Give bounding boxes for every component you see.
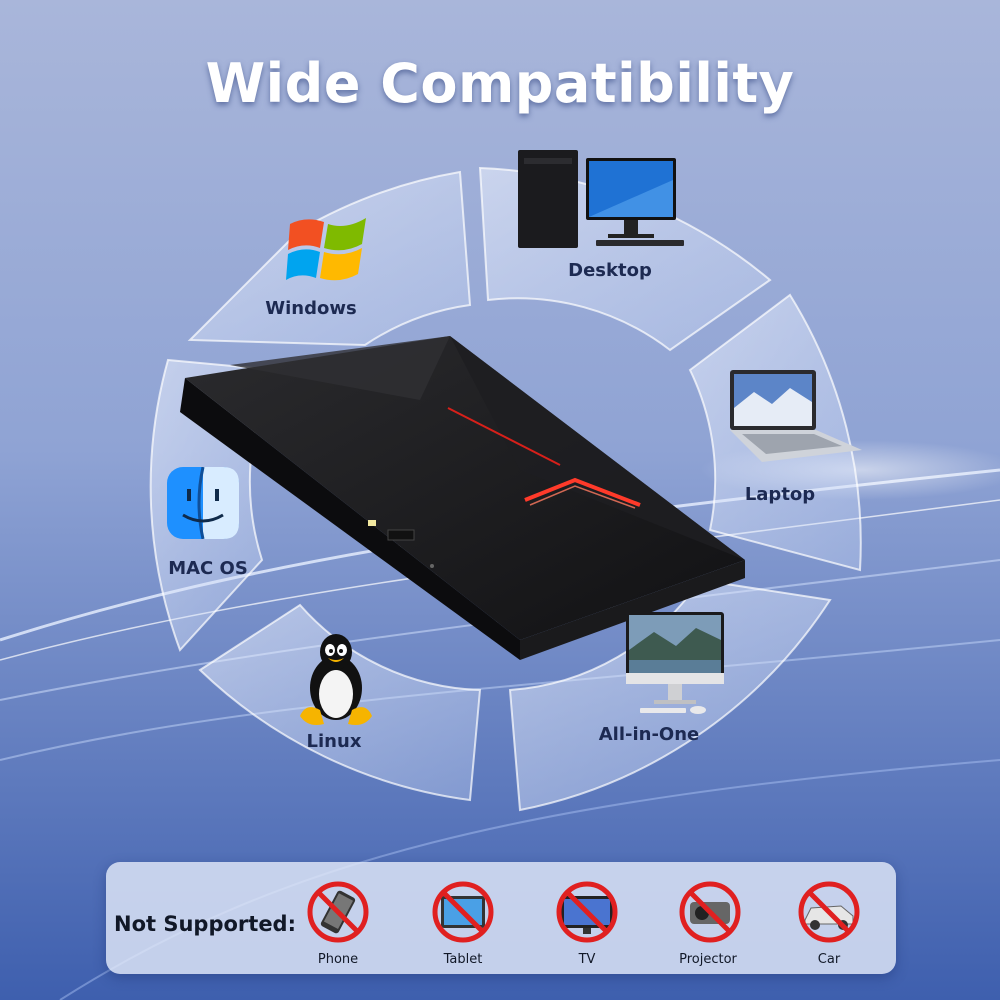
not-supported-tv-label: TV <box>578 952 596 967</box>
laptop-label: Laptop <box>744 484 816 505</box>
windows-label: Windows <box>265 298 357 319</box>
desktop-label: Desktop <box>568 260 652 281</box>
linux-tux-icon <box>300 634 372 725</box>
macos-finder-icon <box>167 467 239 539</box>
not-supported-panel <box>106 862 896 974</box>
linux-label: Linux <box>306 731 362 752</box>
page-title: Wide Compatibility <box>205 52 795 115</box>
all-in-one-computer-icon <box>626 612 724 714</box>
not-supported-title: Not Supported: <box>114 912 296 936</box>
phone-prohibited-icon <box>307 881 369 943</box>
laptop-icon <box>730 370 862 462</box>
desktop-computer-icon <box>518 150 684 248</box>
tablet-prohibited-icon <box>432 881 494 943</box>
car-prohibited-icon <box>798 881 860 943</box>
not-supported-tablet-label: Tablet <box>443 952 483 967</box>
all-in-one-label: All-in-One <box>598 724 700 745</box>
not-supported-projector-label: Projector <box>679 952 737 967</box>
projector-prohibited-icon <box>679 881 741 943</box>
not-supported-phone-label: Phone <box>317 952 359 967</box>
windows-logo-icon <box>286 218 366 281</box>
tv-prohibited-icon <box>556 881 618 943</box>
external-dvd-drive <box>180 336 745 660</box>
macos-label: MAC OS <box>168 558 248 579</box>
not-supported-car-label: Car <box>817 952 841 967</box>
